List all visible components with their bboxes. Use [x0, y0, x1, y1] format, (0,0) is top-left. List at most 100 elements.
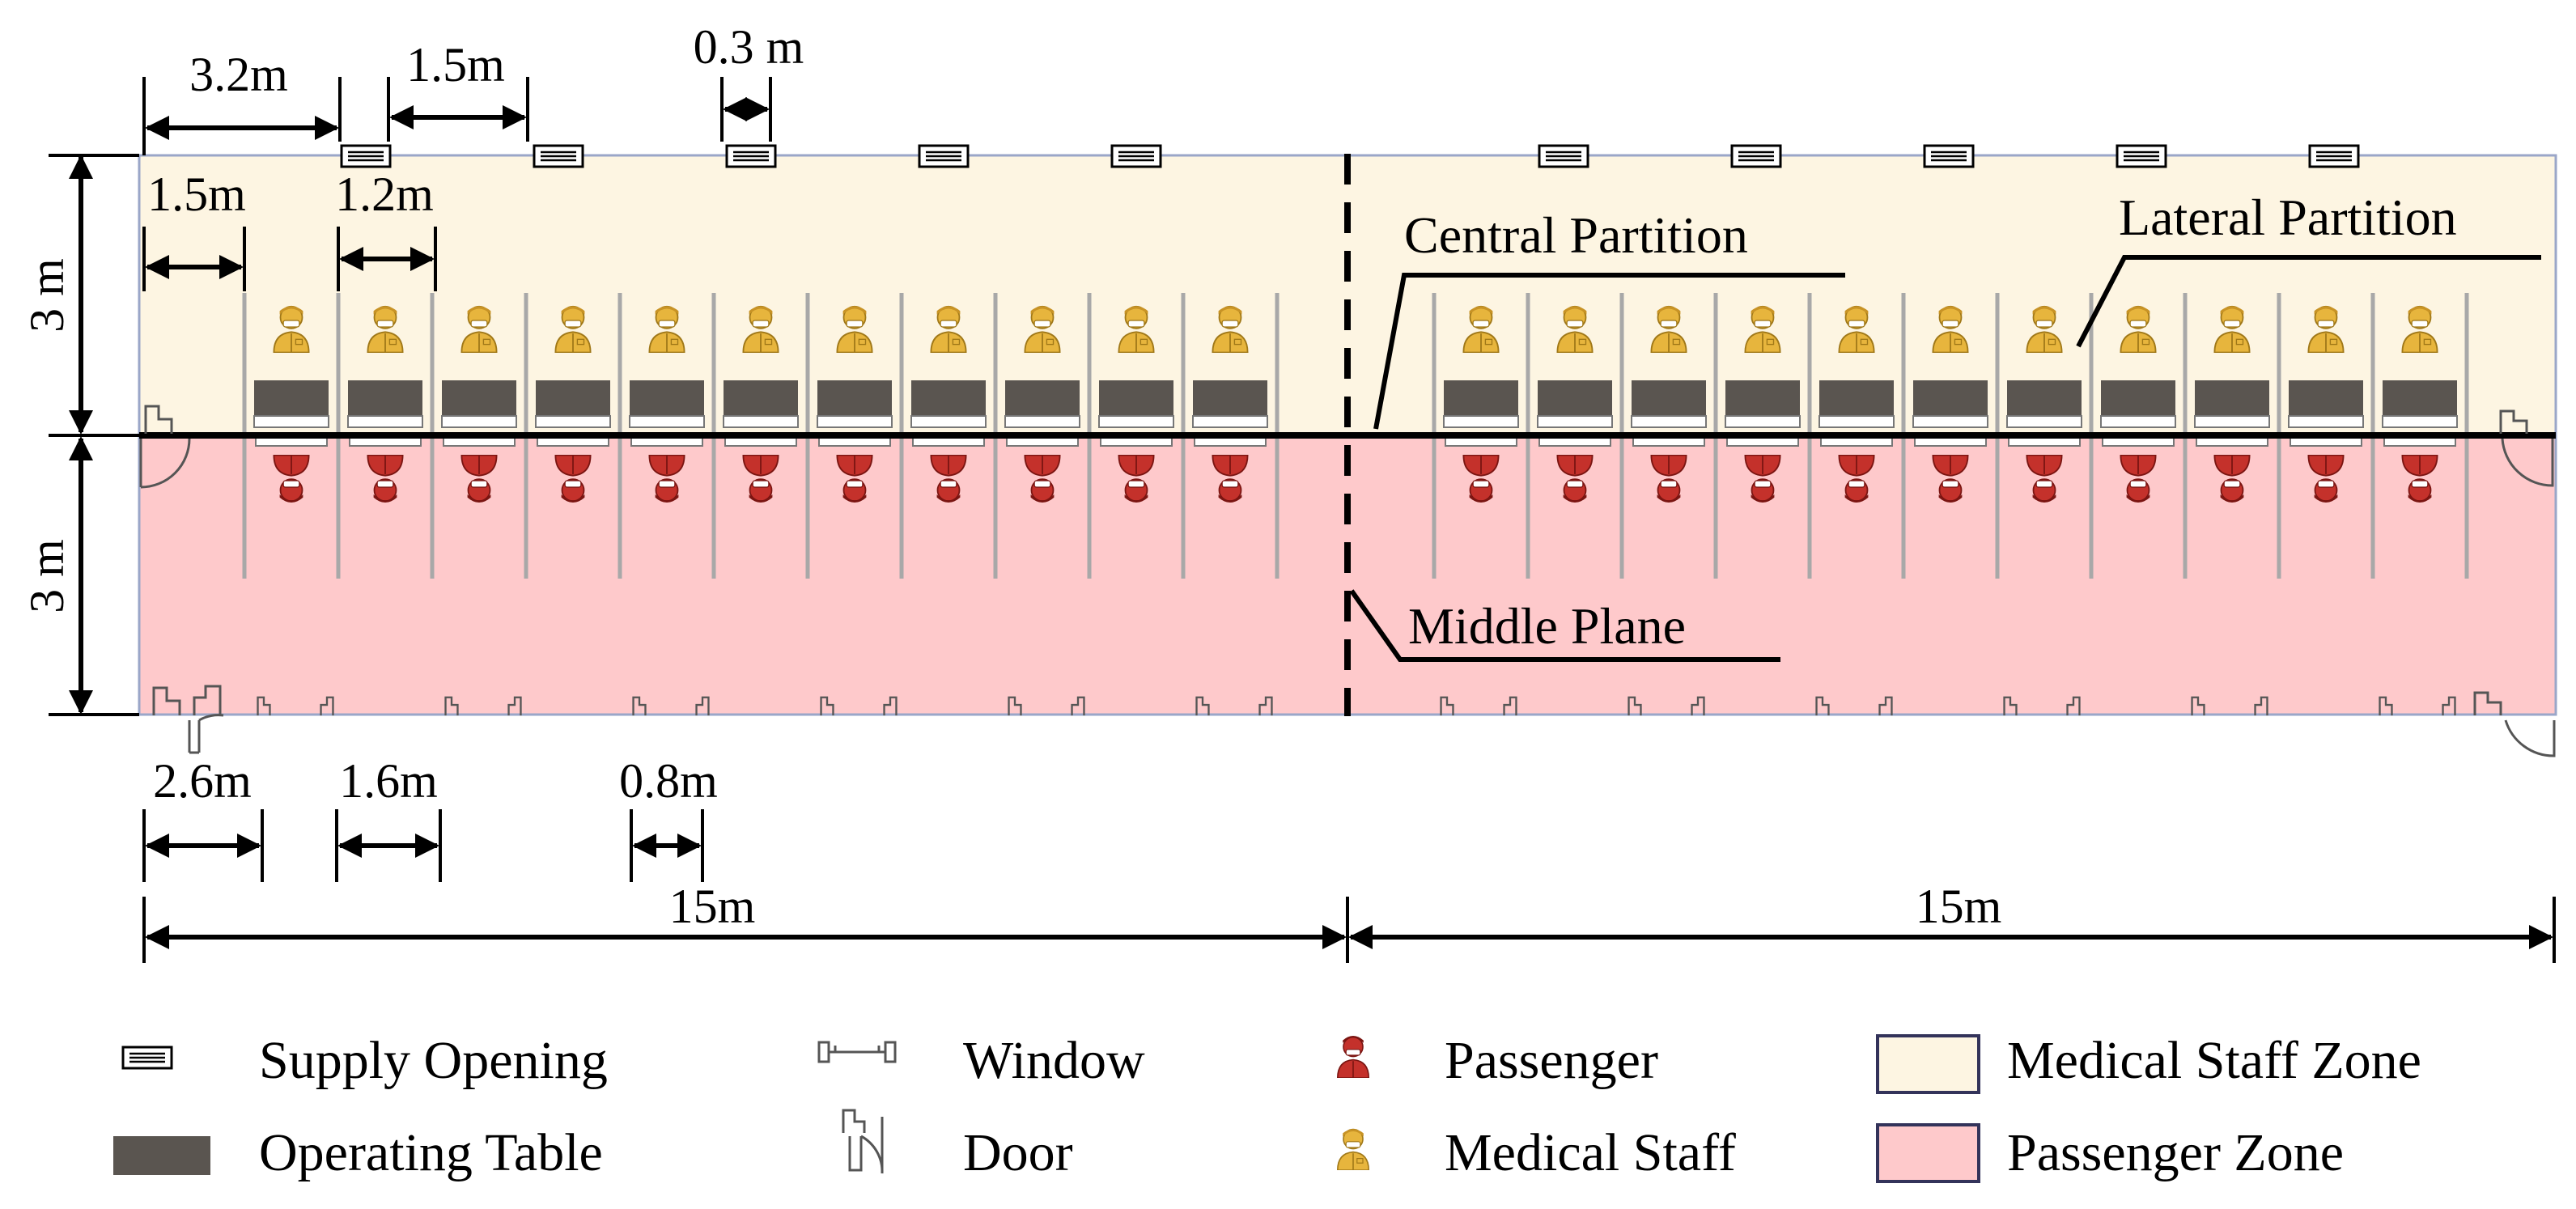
booth-group [242, 293, 2469, 579]
table-base [253, 415, 329, 428]
window-icon [817, 1041, 897, 1063]
medical-staff-icon [1337, 1128, 1369, 1170]
operating-table [1444, 380, 1518, 416]
passenger-zone-height-label: 3 m [20, 539, 74, 613]
passenger-counter [2102, 437, 2175, 447]
operating-table [2383, 380, 2457, 416]
operating-table [1632, 380, 1706, 416]
legend-window-label: Window [963, 1031, 1145, 1090]
legend-medical-staff-zone-label: Medical Staff Zone [2007, 1031, 2421, 1090]
passenger-counter [1445, 437, 1517, 447]
operating-table [1819, 380, 1894, 416]
passenger-counter [912, 437, 985, 447]
operating-table [348, 380, 422, 416]
passenger-counter [1194, 437, 1267, 447]
medical-staff-zone-swatch [1876, 1034, 1980, 1094]
table-base [1537, 415, 1613, 428]
operating-table [2101, 380, 2175, 416]
passenger-counter [724, 437, 797, 447]
lateral-partition-label: Lateral Partition [2119, 189, 2457, 246]
legend-operating-table-label: Operating Table [259, 1123, 603, 1182]
legend-supply-opening-label: Supply Opening [259, 1031, 608, 1090]
supply-opening [2116, 144, 2167, 168]
lateral-partition-leader [2076, 255, 2541, 348]
passenger-icon [1337, 1035, 1369, 1078]
supply-width-label: 0.3 m [694, 20, 804, 74]
supply-spacing-label: 3.2m [189, 48, 288, 101]
operating-table [1725, 380, 1800, 416]
passenger-counter [2196, 437, 2268, 447]
door-icon [842, 1109, 884, 1174]
operating-table-icon [113, 1136, 210, 1175]
passenger-counter [1538, 437, 1611, 447]
table-base [347, 415, 423, 428]
passenger-counter [1006, 437, 1079, 447]
operating-table [254, 380, 329, 416]
operating-table [630, 380, 704, 416]
window-spacing-label: 1.6m [339, 754, 438, 808]
operating-table [817, 380, 892, 416]
passenger-counter [1914, 437, 1987, 447]
legend-passenger-label: Passenger [1445, 1031, 1658, 1090]
table-base [535, 415, 611, 428]
passenger-zone-swatch [1876, 1123, 1980, 1183]
operating-table [2289, 380, 2363, 416]
passenger-zone [138, 434, 2557, 716]
table-base [1098, 415, 1174, 428]
passenger-counter [2290, 437, 2362, 447]
supply-opening [1730, 144, 1782, 168]
table-base [441, 415, 517, 428]
operating-table [724, 380, 798, 416]
supply-opening [533, 144, 584, 168]
table-base [817, 415, 893, 428]
passenger-counter [255, 437, 328, 447]
supply-opening-icon [121, 1046, 173, 1070]
supply-opening [1538, 144, 1589, 168]
operating-table [536, 380, 610, 416]
door-bottom-right [2473, 691, 2556, 757]
passenger-counter [2008, 437, 2081, 447]
supply-gap-label: 1.5m [406, 38, 505, 91]
door-bottom-left [152, 685, 224, 754]
operating-table [2195, 380, 2269, 416]
table-base [1004, 415, 1080, 428]
first-booth-offset-label: 1.5m [147, 168, 246, 221]
operating-table [1005, 380, 1080, 416]
table-base [2100, 415, 2176, 428]
legend-medical-staff-label: Medical Staff [1445, 1123, 1736, 1182]
central-partition-leader [1373, 273, 1845, 430]
window-width-label: 0.8m [619, 754, 718, 808]
door-top-left [139, 405, 191, 489]
table-base [629, 415, 705, 428]
central-partition-label: Central Partition [1404, 206, 1748, 264]
operating-table [911, 380, 986, 416]
passenger-counter [1100, 437, 1173, 447]
passenger-counter [1726, 437, 1799, 447]
passenger-counter [1632, 437, 1705, 447]
operating-table [1193, 380, 1267, 416]
passenger-counter [1820, 437, 1893, 447]
passenger-counter [630, 437, 703, 447]
table-base [2288, 415, 2364, 428]
table-base [1192, 415, 1268, 428]
passenger-counter [537, 437, 609, 447]
staff-zone-height-label: 3 m [20, 258, 74, 333]
legend-passenger-zone-label: Passenger Zone [2007, 1123, 2344, 1182]
legend-door-label: Door [963, 1123, 1073, 1182]
table-base [910, 415, 987, 428]
booth-width-label: 1.2m [335, 168, 434, 221]
table-base [1818, 415, 1895, 428]
table-base [1725, 415, 1801, 428]
operating-table [1913, 380, 1988, 416]
door-top-right [2499, 409, 2554, 487]
operating-table [2007, 380, 2082, 416]
table-base [2006, 415, 2082, 428]
supply-opening [1923, 144, 1975, 168]
table-base [2382, 415, 2458, 428]
operating-table [1099, 380, 1173, 416]
table-base [723, 415, 799, 428]
supply-opening [340, 144, 392, 168]
table-base [1631, 415, 1707, 428]
table-base [2194, 415, 2270, 428]
